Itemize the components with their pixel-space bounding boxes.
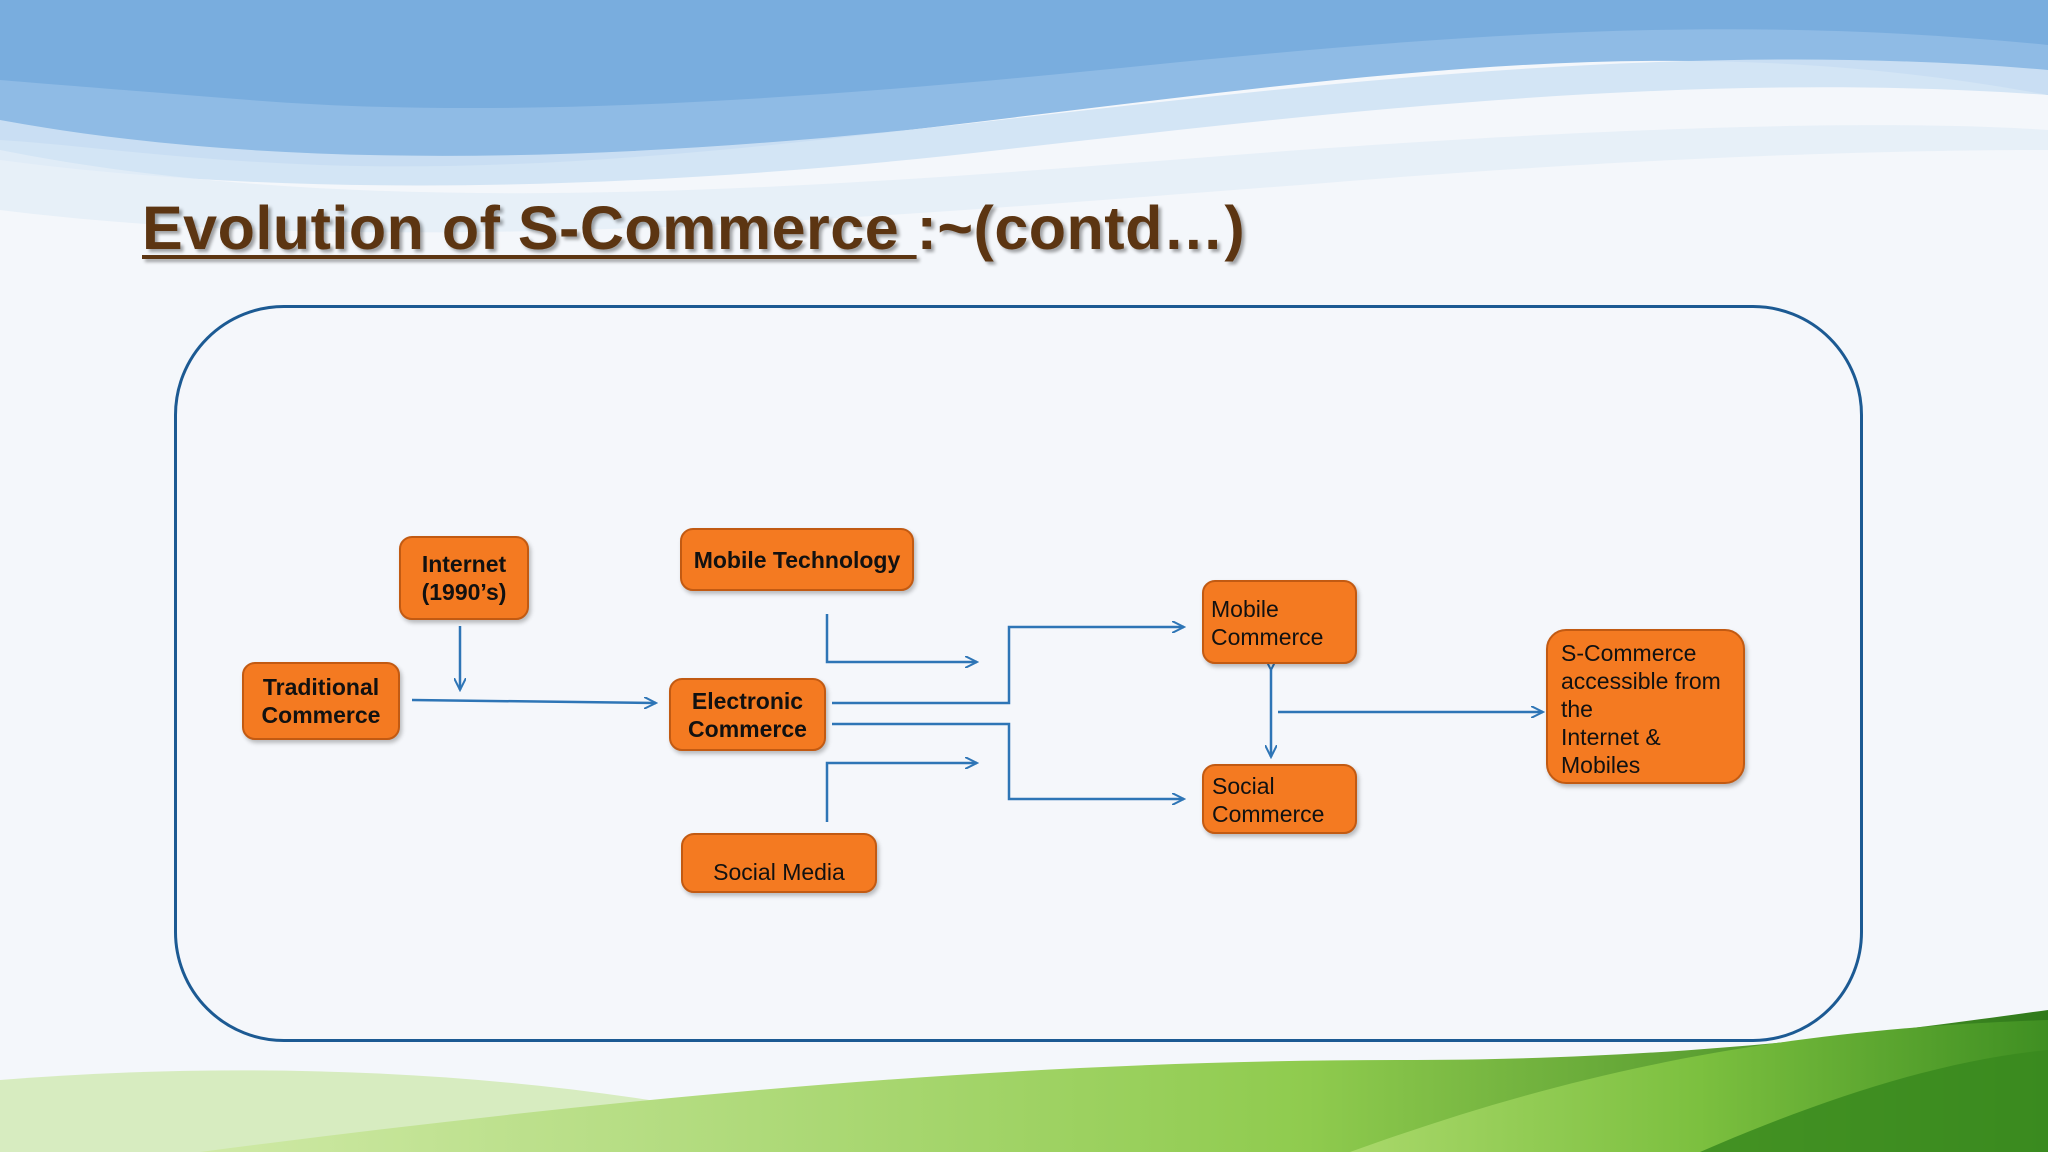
slide-title: Evolution of S-Commerce :~(contd…) <box>142 193 1245 263</box>
node-internet-label: Internet (1990’s) <box>421 551 507 605</box>
node-social-media: Social Media <box>681 833 877 893</box>
node-social-commerce: Social Commerce <box>1202 764 1357 834</box>
node-social-commerce-label: Social Commerce <box>1212 773 1325 827</box>
node-mobile-technology-label: Mobile Technology <box>693 546 901 573</box>
node-mobile-commerce-label: Mobile Commerce <box>1211 596 1324 650</box>
node-mobile-commerce: Mobile Commerce <box>1202 580 1357 664</box>
node-internet: Internet (1990’s) <box>399 536 529 620</box>
slide-title-main: Evolution of S-Commerce <box>142 194 917 262</box>
node-social-media-label: Social Media <box>713 859 845 885</box>
slide-title-suffix: :~(contd…) <box>916 194 1246 262</box>
node-s-commerce-label: S-Commerce accessible from the Internet … <box>1561 640 1721 778</box>
node-traditional-commerce: Traditional Commerce <box>242 662 400 740</box>
node-s-commerce: S-Commerce accessible from the Internet … <box>1546 629 1745 784</box>
node-traditional-commerce-label: Traditional Commerce <box>261 674 381 728</box>
node-electronic-commerce-label: Electronic Commerce <box>688 687 807 742</box>
node-electronic-commerce: Electronic Commerce <box>669 678 826 751</box>
node-mobile-technology: Mobile Technology <box>680 528 914 591</box>
